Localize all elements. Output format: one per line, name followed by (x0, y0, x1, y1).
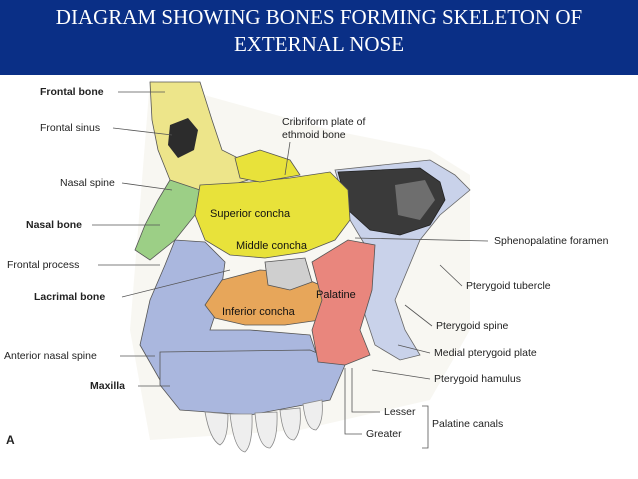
leader-nasal-spine (121, 182, 173, 191)
label-lesser: Lesser (384, 406, 416, 418)
title-line-1: DIAGRAM SHOWING BONES FORMING SKELETON O… (55, 5, 583, 29)
figure-letter: A (6, 433, 15, 447)
bracket-palatine-canals (422, 405, 429, 449)
ethmoid-air-cells (264, 257, 313, 291)
leader-greater (344, 368, 362, 435)
label-palatine: Palatine (316, 289, 356, 301)
label-frontal-sinus: Frontal sinus (40, 122, 101, 134)
label-cribriform-line1: Cribriform plate of (282, 116, 366, 128)
label-medial-pterygoid-plate: Medial pterygoid plate (434, 347, 537, 359)
sphenoid-sinus-highlight (395, 180, 435, 220)
leader-pterygoid-hamulus (371, 369, 431, 380)
leader-sphenopalatine (354, 237, 489, 242)
palatine-bone-shape (311, 239, 376, 366)
label-pterygoid-hamulus: Pterygoid hamulus (434, 373, 521, 385)
leader-lesser (351, 368, 380, 413)
leader-lacrimal-bone (121, 269, 231, 298)
label-frontal-process: Frontal process (7, 259, 80, 271)
label-cribriform-line2: ethmoid bone (282, 129, 346, 141)
label-inferior-concha: Inferior concha (222, 306, 295, 318)
frontal-sinus-shape (168, 118, 198, 158)
leader-pterygoid-spine (404, 304, 433, 327)
title-banner: DIAGRAM SHOWING BONES FORMING SKELETON O… (0, 0, 638, 75)
leader-frontal-sinus (112, 127, 173, 136)
label-greater: Greater (366, 428, 402, 440)
label-anterior-nasal-spine: Anterior nasal spine (4, 350, 97, 362)
teeth (204, 399, 323, 453)
nose-skeleton-diagram (130, 80, 471, 453)
cribriform-plate-shape (234, 149, 301, 183)
title-line-2: EXTERNAL NOSE (233, 32, 405, 56)
label-lacrimal-bone: Lacrimal bone (34, 291, 106, 303)
label-pterygoid-spine: Pterygoid spine (436, 320, 509, 332)
label-pterygoid-tubercle: Pterygoid tubercle (466, 280, 551, 292)
label-nasal-bone: Nasal bone (26, 219, 83, 231)
label-palatine-canals: Palatine canals (432, 418, 504, 430)
label-sphenopalatine-foramen: Sphenopalatine foramen (494, 235, 609, 247)
label-frontal-bone: Frontal bone (40, 86, 104, 98)
ethmoid-bone-shape (194, 171, 351, 259)
label-middle-concha: Middle concha (236, 240, 307, 252)
leader-pterygoid-tubercle (439, 264, 463, 287)
leader-medial-pterygoid (397, 344, 431, 354)
label-nasal-spine: Nasal spine (60, 177, 115, 189)
label-maxilla: Maxilla (90, 380, 126, 392)
leader-cribriform (284, 141, 291, 176)
label-superior-concha: Superior concha (210, 208, 291, 220)
